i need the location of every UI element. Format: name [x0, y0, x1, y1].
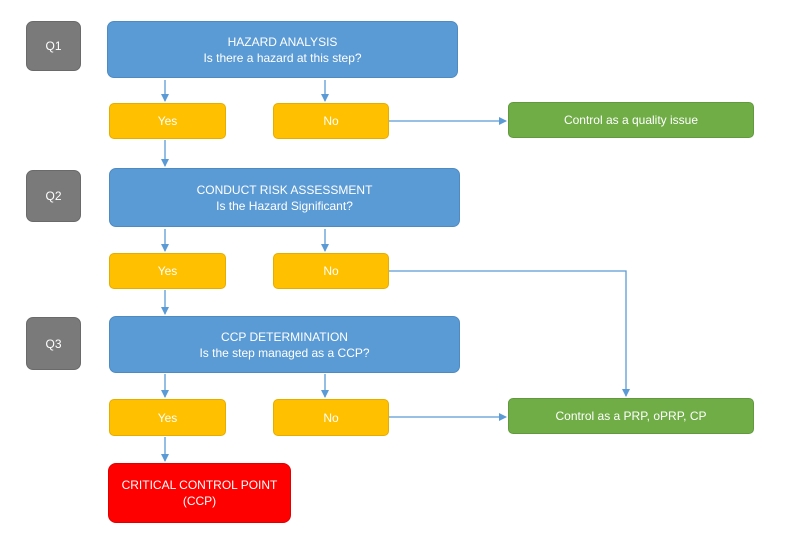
q2-label-text: Q2	[45, 189, 62, 203]
q1-subtitle: Is there a hazard at this step?	[203, 50, 362, 65]
ccp-title: CRITICAL CONTROL POINT	[121, 478, 278, 492]
q3-no-label: No	[323, 410, 339, 425]
q1-label: Q1	[26, 21, 81, 71]
q1-no-box: No	[273, 103, 389, 139]
quality-issue-label: Control as a quality issue	[563, 113, 699, 127]
q2-title: CONDUCT RISK ASSESSMENT	[196, 182, 373, 197]
q1-label-text: Q1	[45, 39, 62, 53]
connector-q2-no-to-prp	[389, 270, 630, 397]
q3-question-box: CCP DETERMINATION Is the step managed as…	[109, 316, 460, 373]
q2-subtitle: Is the Hazard Significant?	[216, 198, 353, 213]
q3-no-box: No	[273, 399, 389, 436]
q1-title: HAZARD ANALYSIS	[227, 34, 338, 49]
q2-yes-box: Yes	[109, 253, 226, 289]
q1-yes-box: Yes	[109, 103, 226, 139]
q2-no-label: No	[323, 264, 339, 278]
quality-issue-box: Control as a quality issue	[508, 102, 754, 138]
q3-subtitle: Is the step managed as a CCP?	[199, 345, 370, 360]
q2-yes-label: Yes	[157, 264, 178, 278]
q1-no-label: No	[323, 114, 339, 128]
prp-control-box: Control as a PRP, oPRP, CP	[508, 398, 754, 434]
q1-question-box: HAZARD ANALYSIS Is there a hazard at thi…	[107, 21, 458, 78]
q3-yes-box: Yes	[109, 399, 226, 436]
q3-title: CCP DETERMINATION	[221, 329, 348, 344]
prp-control-label: Control as a PRP, oPRP, CP	[555, 409, 707, 423]
ccp-subtitle: (CCP)	[182, 494, 217, 508]
q3-label: Q3	[26, 317, 81, 370]
q3-yes-label: Yes	[157, 410, 178, 425]
q2-label: Q2	[26, 170, 81, 222]
q1-yes-label: Yes	[157, 114, 178, 128]
q2-question-box: CONDUCT RISK ASSESSMENT Is the Hazard Si…	[109, 168, 460, 227]
q2-no-box: No	[273, 253, 389, 289]
q3-label-text: Q3	[45, 336, 62, 351]
ccp-box: CRITICAL CONTROL POINT (CCP)	[108, 463, 291, 523]
